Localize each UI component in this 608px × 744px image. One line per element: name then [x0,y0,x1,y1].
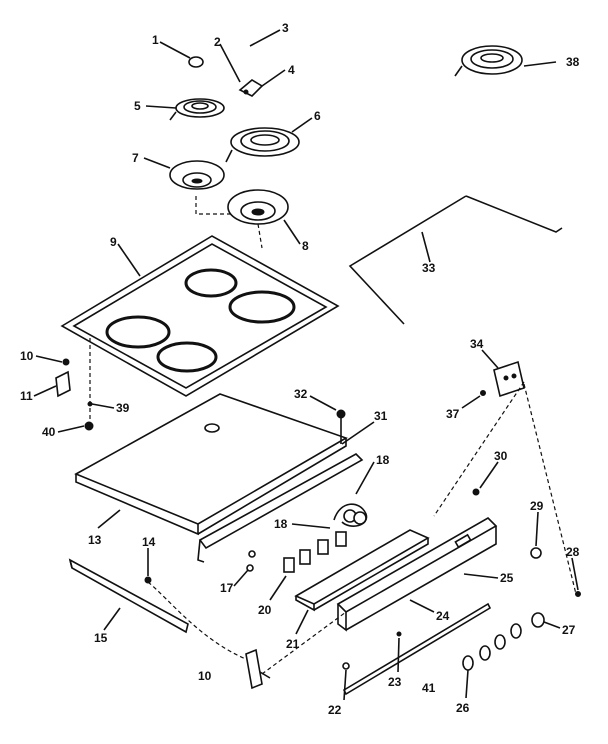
support-rod-part-33 [348,195,563,325]
callout-40: 40 [42,425,56,439]
control-box-part-34 [493,360,525,398]
small-drip-pan-part-7 [169,160,225,190]
callout-31: 31 [374,409,388,423]
callout-23: 23 [388,675,402,689]
callout-27: 27 [562,623,576,637]
burner-box-part-13 [74,393,348,536]
front-trim-part-15 [68,558,189,634]
callout-5: 5 [134,99,141,113]
callout-14: 14 [142,535,156,549]
callout-10-top: 10 [20,349,34,363]
callout-6: 6 [314,109,321,123]
hinge-part-19 [245,648,263,690]
callout-39: 39 [116,401,130,415]
trim-strip-part-41 [342,602,492,696]
callout-26: 26 [456,701,470,715]
callout-3: 3 [282,21,289,35]
large-burner-part-6 [225,127,300,163]
callout-17: 17 [220,581,234,595]
callout-22: 22 [328,703,342,717]
screw-part-37 [480,390,486,396]
callout-18-left: 18 [274,517,288,531]
control-panel-part-24 [336,517,498,632]
callout-1: 1 [152,33,159,47]
surface-burner-part-38 [454,45,523,77]
callout-8: 8 [302,239,309,253]
callout-7: 7 [132,151,139,165]
callout-30: 30 [494,449,508,463]
callout-labels: 1 2 3 4 5 6 7 8 9 10 10 11 13 14 15 17 1… [20,21,580,717]
callout-37: 37 [446,407,460,421]
callout-32: 32 [294,387,308,401]
screw-part-10 [62,358,70,366]
callout-4: 4 [288,63,295,77]
screw-part-28 [575,591,581,597]
screw-part-30 [472,488,480,496]
callout-25: 25 [500,571,514,585]
callout-21: 21 [286,637,300,651]
hinge-bracket-part-11 [55,370,71,398]
callout-11: 11 [20,389,33,403]
control-knobs-part-26-27 [462,612,545,671]
knob-part-1 [188,56,204,68]
cooktop-part-9 [60,235,340,397]
clip-part-17b [246,564,254,572]
callout-38: 38 [566,55,580,69]
callout-41: 41 [422,681,436,695]
callout-20: 20 [258,603,272,617]
clip-part-17a [248,550,256,558]
callout-10-bottom: 10 [198,669,212,683]
knob-part-29 [530,547,542,559]
nut-part-40 [84,421,94,431]
callout-24: 24 [436,609,450,623]
callout-13: 13 [88,533,102,547]
terminal-block-part-2-4 [238,79,264,97]
callout-29: 29 [530,499,544,513]
callout-33: 33 [422,261,436,275]
trim-strip-part-31 [197,453,364,563]
wire-harness-part-18 [333,503,368,527]
large-drip-pan-part-8 [227,189,289,225]
callout-2: 2 [214,35,221,49]
small-burner-part-5 [169,98,225,121]
switch-blocks-part-20 [283,531,347,573]
callout-28: 28 [566,545,580,559]
clip-part-14 [144,576,152,584]
callout-34: 34 [470,337,484,351]
callout-18-right: 18 [376,453,390,467]
screw-part-22 [342,662,350,670]
console-part-21 [294,529,430,612]
screw-part-23 [396,631,402,637]
screw-part-32 [336,409,346,419]
callout-9: 9 [110,235,117,249]
callout-15: 15 [94,631,108,645]
leader-lines [33,29,579,701]
